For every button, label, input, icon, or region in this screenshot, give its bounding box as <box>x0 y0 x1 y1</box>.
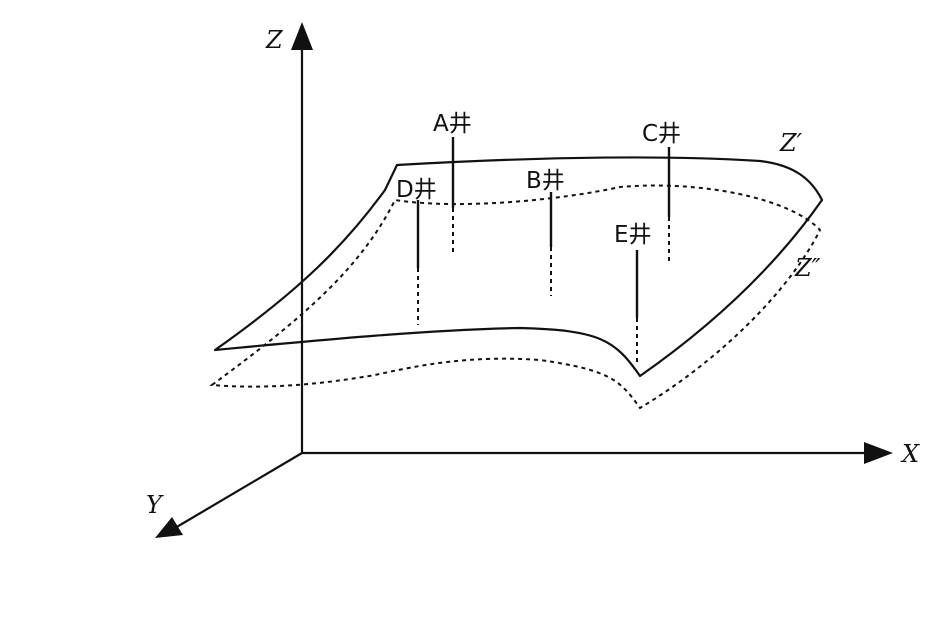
x-axis-label: X <box>900 440 920 468</box>
y-axis-arrow <box>155 517 183 538</box>
wells <box>416 137 671 366</box>
y-axis <box>174 452 303 529</box>
well-e-label: E井 <box>614 222 652 248</box>
lower-surface-label: Z″ <box>794 254 821 282</box>
y-axis-label: Y <box>146 491 164 519</box>
lower-surface-z-double-prime <box>209 184 822 410</box>
axes: Z X Y <box>146 22 920 538</box>
well-b-label: B井 <box>526 168 565 194</box>
z-axis-label: Z <box>265 26 284 54</box>
upper-surface-z-prime <box>213 156 824 378</box>
x-axis-arrow <box>864 442 893 464</box>
upper-surface-label: Z′ <box>779 129 803 157</box>
well-c-label: C井 <box>642 121 681 147</box>
z-axis-arrow <box>291 22 313 50</box>
well-a-label: A井 <box>433 111 472 137</box>
well-d-label: D井 <box>396 177 437 203</box>
